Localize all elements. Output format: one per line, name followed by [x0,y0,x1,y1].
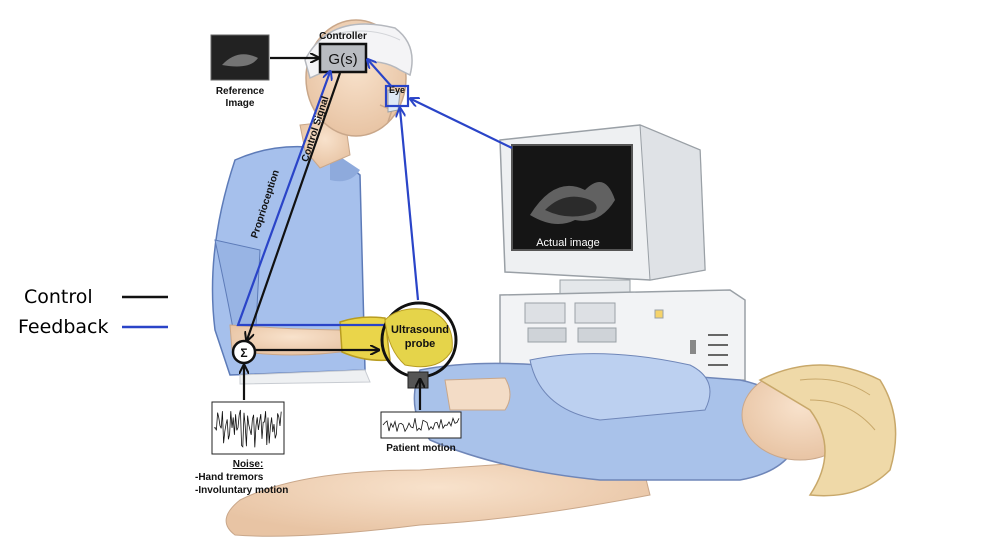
legend-control-label: Control [24,286,93,308]
operator-illustration [211,19,413,385]
eye-to-controller-arrow [368,60,393,88]
noise-item-1: -Hand tremors [195,472,264,483]
reference-label-line2: Image [226,98,255,109]
eye-box [384,84,410,108]
eye-label: Eye [389,85,405,95]
summing-junction [231,339,257,365]
monitor-caption: Actual image [536,237,600,249]
ultrasound-machine: Actual image [499,124,746,386]
summing-symbol: Σ [240,346,247,360]
noise-item-2: -Involuntary motion [195,485,288,496]
controller-block-label: G(s) [328,51,357,68]
probe-to-eye-arrow [400,109,420,301]
patient-motion-label: Patient motion [386,443,455,454]
reference-image [210,34,270,81]
patient-illustration [225,353,897,537]
reference-label-line1: Reference [216,86,265,97]
legend-feedback-label: Feedback [18,316,109,338]
probe-label-line2: probe [405,338,436,350]
proprioception-feedback-path [236,72,418,327]
probe-label-line1: Ultrasound [391,324,449,336]
monitor-to-eye-arrow [411,99,513,149]
noise-signal-plot [211,401,285,455]
patient-motion-plot [380,411,462,439]
controller-title: Controller [319,31,367,42]
control-signal-arrow [247,72,342,340]
noise-title: Noise: [233,459,264,470]
